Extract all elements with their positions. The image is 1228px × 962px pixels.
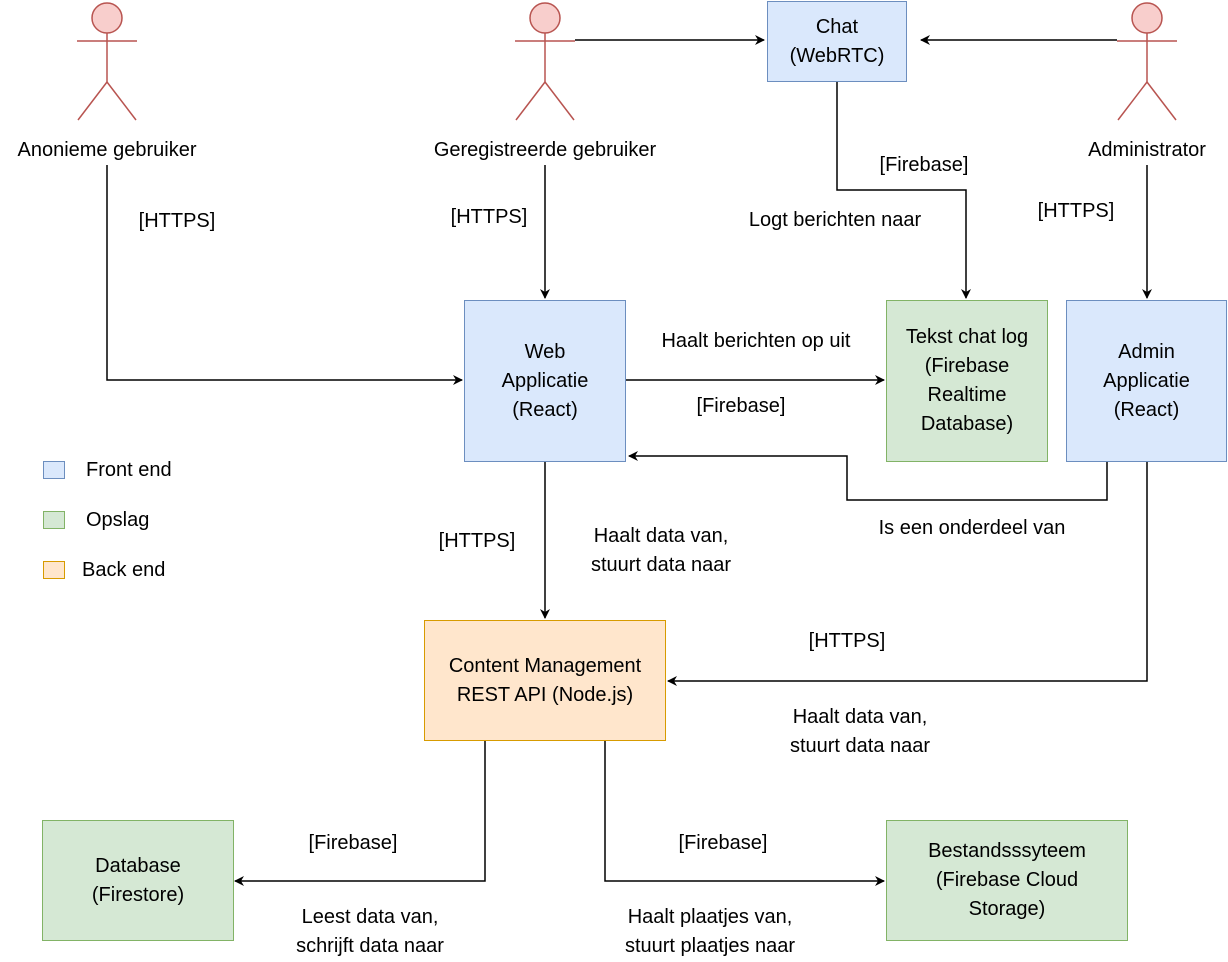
label-web-fetch-messages: Haalt berichten op uit	[661, 330, 851, 352]
legend-swatch-storage	[43, 511, 65, 529]
label-admin-api-https: [HTTPS]	[808, 630, 886, 652]
label-anon-https: [HTTPS]	[138, 210, 216, 232]
label-admin-https: [HTTPS]	[1037, 200, 1115, 222]
node-database: Database (Firestore)	[42, 820, 234, 941]
edge-chat-to-log	[836, 82, 971, 299]
edge-admin-app-to-api	[667, 462, 1148, 686]
actor-admin-icon	[1117, 2, 1177, 121]
label-admin-api-desc: Haalt data van, stuurt data naar	[789, 706, 931, 757]
legend-swatch-front-end	[43, 461, 65, 479]
label-web-firebase: [Firebase]	[696, 395, 786, 417]
label-chat-logs: Logt berichten naar	[748, 209, 922, 231]
label-db-firebase: [Firebase]	[308, 832, 398, 854]
edge-api-to-filesystem	[604, 741, 885, 886]
label-db-desc: Leest data van, schrijft data naar	[296, 906, 444, 957]
node-chat: Chat (WebRTC)	[767, 1, 907, 82]
label-registered-https: [HTTPS]	[450, 206, 528, 228]
node-chat-log: Tekst chat log (Firebase Realtime Databa…	[886, 300, 1048, 462]
legend-label-storage: Opslag	[86, 509, 150, 531]
label-fs-desc: Haalt plaatjes van, stuurt plaatjes naar	[624, 906, 796, 957]
actor-admin-label: Administrator	[1074, 136, 1220, 165]
node-admin-app: Admin Applicatie (React)	[1066, 300, 1227, 462]
edge-api-to-database	[234, 741, 486, 886]
node-file-system: Bestandsssyteem (Firebase Cloud Storage)	[886, 820, 1128, 941]
node-web-app: Web Applicatie (React)	[464, 300, 626, 462]
actor-anonymous-icon	[77, 2, 137, 121]
actor-registered-icon	[515, 2, 575, 121]
label-web-api-https: [HTTPS]	[438, 530, 516, 552]
label-chat-firebase: [Firebase]	[879, 154, 969, 176]
label-web-api-desc: Haalt data van, stuurt data naar	[590, 525, 732, 576]
label-part-of: Is een onderdeel van	[878, 517, 1066, 539]
label-fs-firebase: [Firebase]	[678, 832, 768, 854]
legend-label-front-end: Front end	[86, 459, 172, 481]
edge-anon-to-web	[106, 165, 463, 385]
edge-admin-app-to-web	[628, 451, 1108, 501]
legend-swatch-back-end	[43, 561, 65, 579]
actor-anonymous-label: Anonieme gebruiker	[0, 136, 214, 165]
legend-label-back-end: Back end	[82, 559, 166, 581]
actor-registered-label: Geregistreerde gebruiker	[410, 136, 680, 165]
node-cms-api: Content Management REST API (Node.js)	[424, 620, 666, 741]
